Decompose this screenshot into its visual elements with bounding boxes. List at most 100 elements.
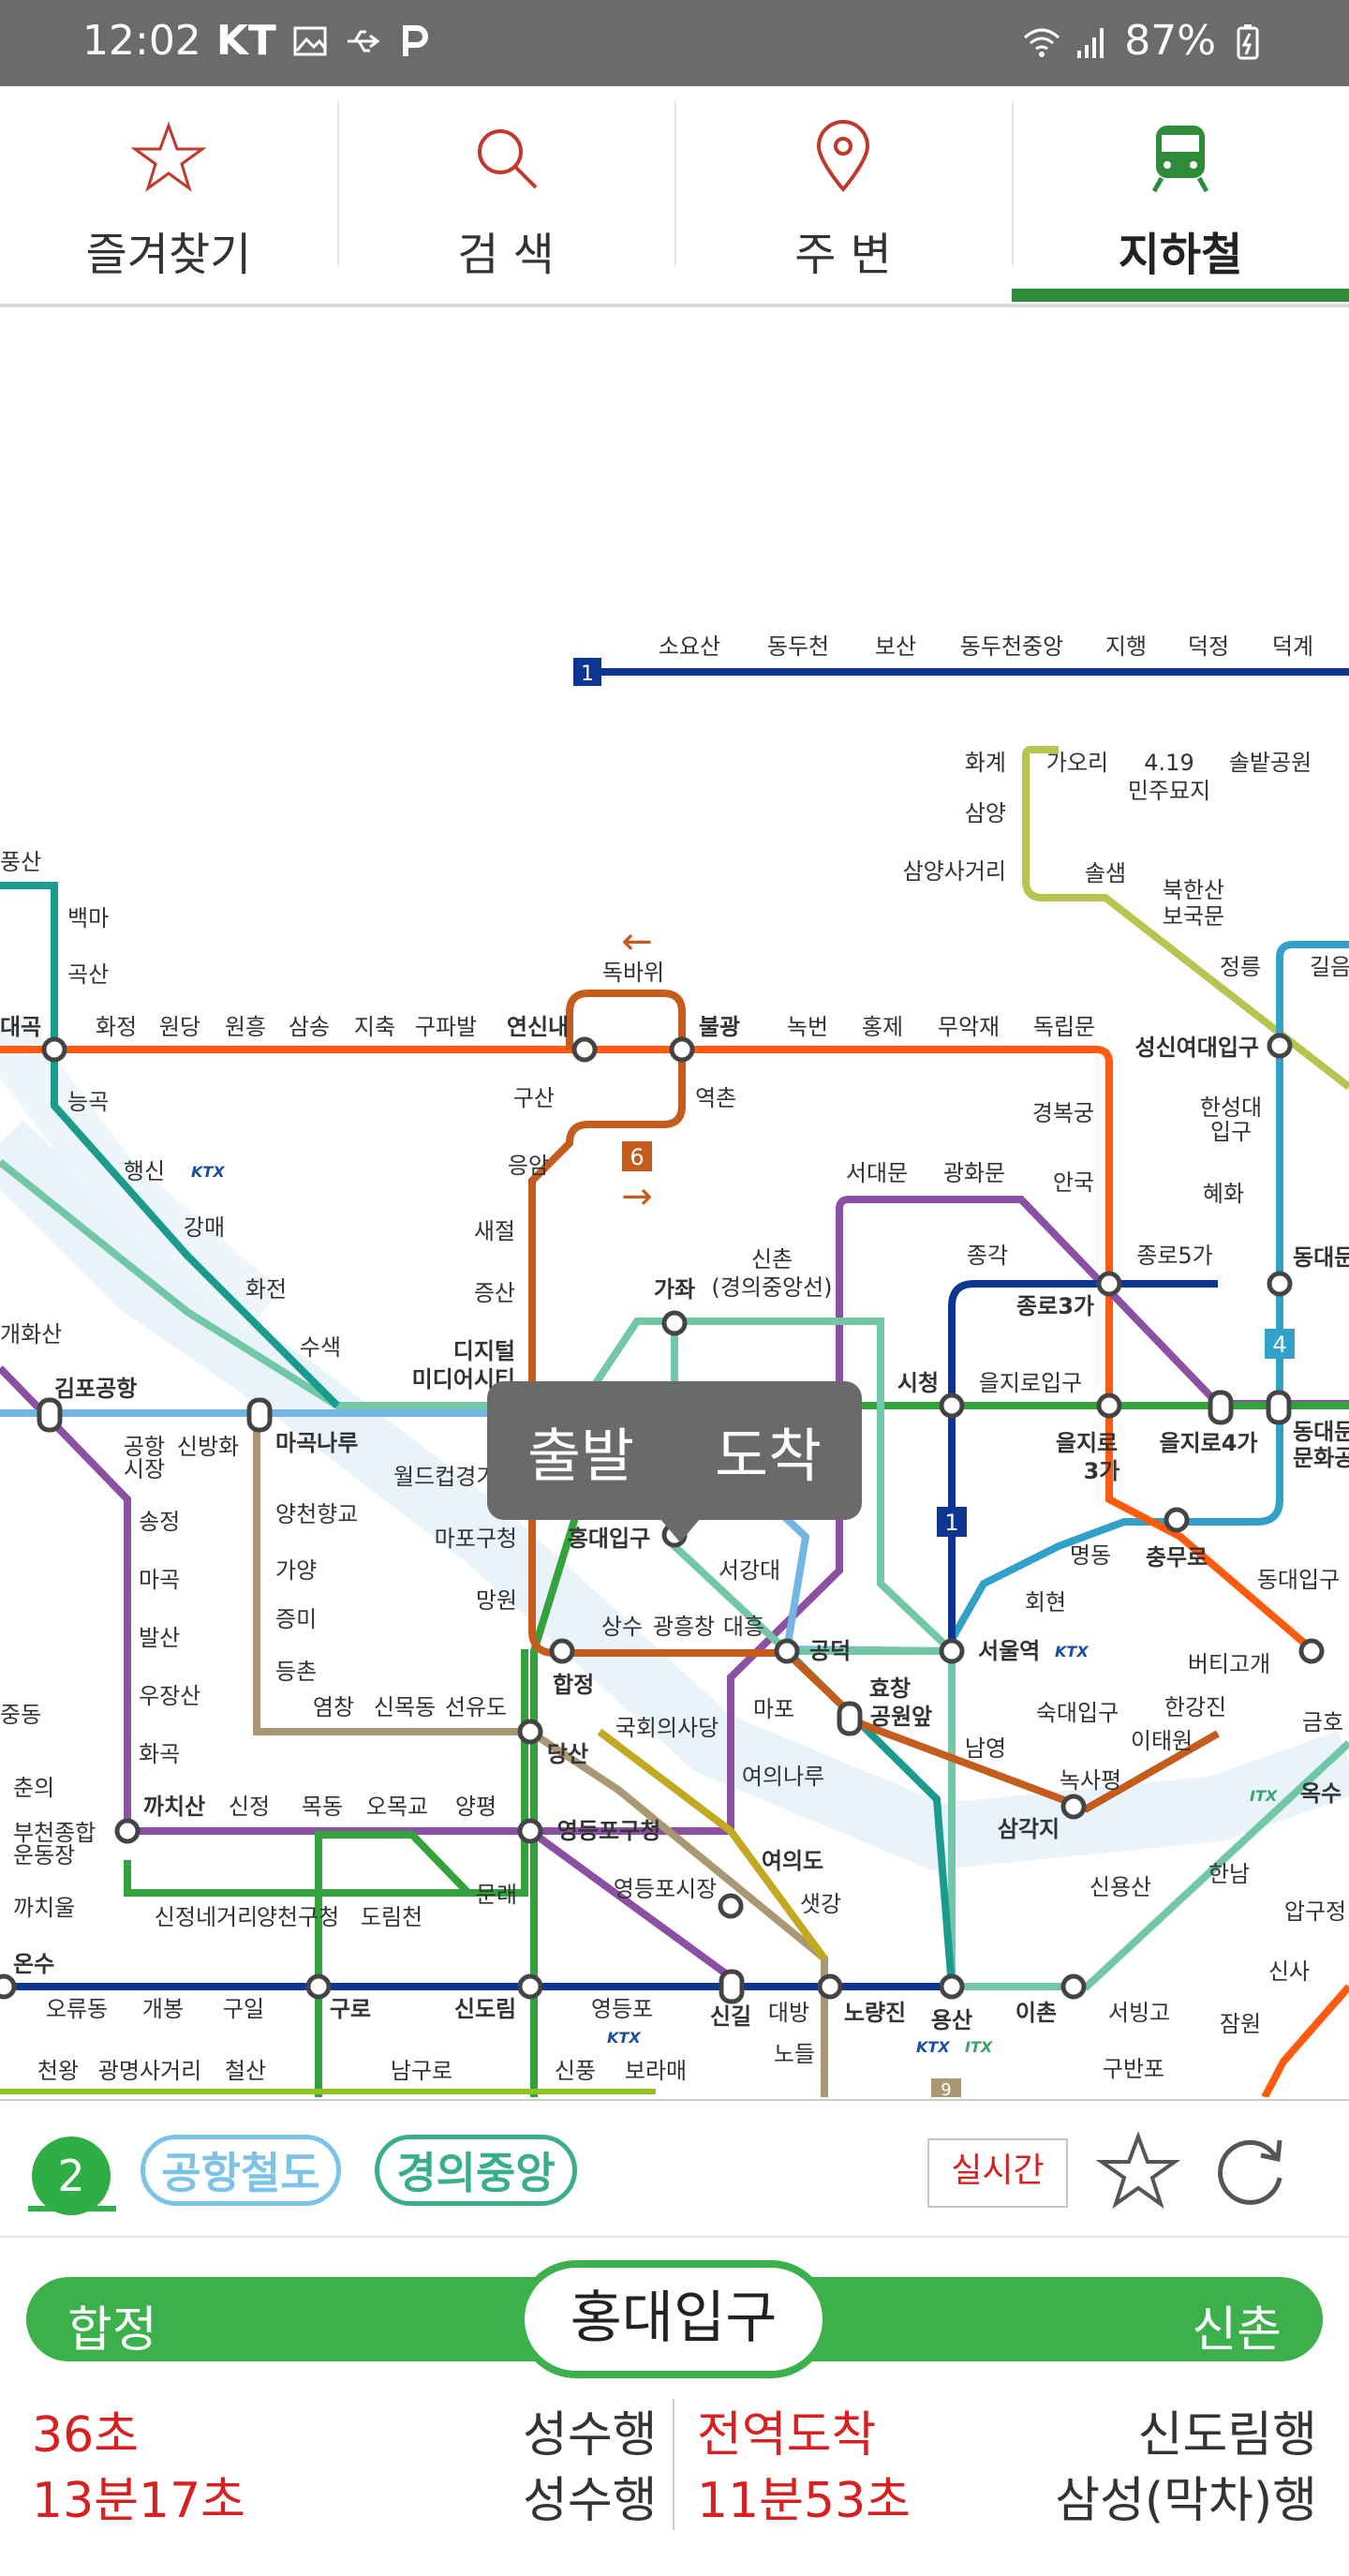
label-saetgang: 샛강 <box>800 1891 841 1917</box>
label-sookdae: 숙대입구 <box>1036 1700 1119 1726</box>
tab-nearby-label: 주 변 <box>794 229 892 281</box>
label-yeouinaru: 여의나루 <box>742 1764 824 1790</box>
label-anguk: 안국 <box>1053 1169 1094 1196</box>
station-gajwa[interactable] <box>661 1310 688 1336</box>
label-euljiro4: 을지로4가 <box>1159 1430 1257 1456</box>
label-seodaemun: 서대문 <box>846 1160 908 1186</box>
label-yeongdeungpo-gu: 영등포구청 <box>557 1818 660 1844</box>
label-hapjeong: 합정 <box>553 1672 594 1698</box>
station-euljiro3[interactable] <box>1096 1392 1122 1419</box>
label-wonheung: 원흥 <box>225 1014 266 1040</box>
label-sinpung: 신풍 <box>555 2058 596 2084</box>
airport-railroad-filter[interactable]: 공항철도 <box>141 2135 341 2206</box>
label-noksapyeong: 녹사평 <box>1060 1767 1121 1794</box>
station-noryangjin[interactable] <box>817 1973 843 2000</box>
station-samgakji[interactable] <box>1060 1794 1087 1820</box>
label-singil: 신길 <box>710 2003 751 2030</box>
label-gukhoe: 국회의사당 <box>615 1715 719 1741</box>
label-magongnaru: 마곡나루 <box>275 1430 358 1456</box>
prev-station[interactable]: 합정 <box>67 2302 157 2359</box>
battery-icon <box>1237 23 1259 59</box>
station-euljiro4[interactable] <box>1208 1390 1234 1425</box>
station-chungmuro[interactable] <box>1164 1507 1190 1533</box>
tab-nearby[interactable]: 주 변 <box>674 86 1012 304</box>
label-dongdaemun: 동대문 <box>1293 1244 1349 1271</box>
popup-pointer <box>660 1518 701 1542</box>
station-bulgwang[interactable] <box>669 1036 695 1063</box>
current-station[interactable]: 홍대입구 <box>517 2260 830 2378</box>
label-mapo: 마포 <box>753 1696 794 1722</box>
station-seongsin[interactable] <box>1267 1033 1293 1059</box>
station-magongnaru[interactable] <box>246 1397 273 1433</box>
label-jichuk: 지축 <box>354 1014 395 1040</box>
tab-search[interactable]: 검 색 <box>337 86 674 304</box>
top-tab-bar: 즐겨찾기 검 색 주 변 지하철 <box>0 86 1349 307</box>
station-daegok[interactable] <box>41 1036 67 1063</box>
station-singil[interactable] <box>719 1969 745 2004</box>
label-songjeong: 송정 <box>139 1509 180 1535</box>
signal-icon <box>1077 27 1104 58</box>
line2-selector[interactable]: 2 <box>32 2137 111 2215</box>
label-gayang: 가양 <box>275 1557 317 1584</box>
line1-badge-mid-label: 1 <box>944 1510 958 1536</box>
station-dongdaemun[interactable] <box>1267 1271 1293 1297</box>
station-hyochang[interactable] <box>837 1701 863 1736</box>
refresh-icon[interactable] <box>1208 2129 1293 2213</box>
station-gongdeok[interactable] <box>774 1638 800 1664</box>
ktx-label: KTX <box>916 2038 950 2056</box>
station-gimpo[interactable] <box>37 1397 63 1433</box>
label-deokgye: 덕계 <box>1272 633 1313 660</box>
station-yeouido[interactable] <box>718 1893 744 1919</box>
label-sinchon-gj2: (경의중앙선) <box>711 1274 832 1301</box>
tab-subway[interactable]: 지하철 <box>1012 86 1349 304</box>
station-siheong[interactable] <box>939 1392 965 1419</box>
station-yeongdeungpo-gu[interactable] <box>517 1818 543 1844</box>
label-hoehyeon: 회현 <box>1025 1589 1066 1616</box>
label-hongje: 홍제 <box>862 1014 903 1040</box>
gyeongui-jungang-filter[interactable]: 경의중앙 <box>375 2135 577 2206</box>
line3-track <box>0 1046 1314 1653</box>
station-dangsan[interactable] <box>517 1719 543 1745</box>
label-gimpo: 김포공항 <box>54 1376 137 1402</box>
label-nokbeon: 녹번 <box>787 1014 828 1040</box>
tab-favorites[interactable]: 즐겨찾기 <box>0 86 337 304</box>
station-kkachisan[interactable] <box>114 1818 141 1844</box>
label-wondang: 원당 <box>159 1014 200 1040</box>
station-sindorim[interactable] <box>517 1973 543 2000</box>
next-station[interactable]: 신촌 <box>1192 2302 1282 2359</box>
label-hwagye: 화계 <box>965 750 1006 776</box>
label-hongdae: 홍대입구 <box>568 1526 650 1552</box>
wifi-icon <box>1024 28 1060 57</box>
arrival-destination: 성수행 <box>523 2407 658 2464</box>
station-onsu[interactable] <box>0 1973 17 2000</box>
label-hwajeong: 화정 <box>96 1014 137 1040</box>
label-euljiro3b: 3가 <box>1084 1458 1120 1484</box>
station-jongno3[interactable] <box>1096 1271 1122 1297</box>
label-muakjae: 무악재 <box>938 1014 1000 1040</box>
station-guro[interactable] <box>305 1973 332 2000</box>
station-seoul[interactable] <box>939 1638 965 1664</box>
station-yeonsinnae[interactable] <box>571 1036 598 1063</box>
station-yaksu[interactable] <box>1298 1638 1325 1664</box>
rail-brand-labels: KTX KTX KTX KTX ITX ITX <box>191 1163 1278 2056</box>
label-ujangsan: 우장산 <box>139 1683 200 1709</box>
realtime-button[interactable]: 실시간 <box>927 2138 1068 2208</box>
station-ichon[interactable] <box>1060 1973 1087 2000</box>
station-hapjeong[interactable] <box>549 1638 575 1664</box>
station-markers <box>0 1033 1325 2004</box>
depart-arrive-popup: 출발 도착 <box>487 1381 862 1520</box>
label-siheong: 시청 <box>897 1370 939 1396</box>
station-yongsan[interactable] <box>939 1973 965 2000</box>
ktx-label: KTX <box>607 2029 641 2047</box>
subway-map-canvas[interactable]: 1 6 4 1 9 ← → 소요산 동두천 보산 동두천중앙 지행 덕정 덕계 … <box>0 307 1349 2097</box>
label-yeomchang: 염창 <box>313 1694 354 1720</box>
depart-button[interactable]: 출발 <box>526 1422 635 1490</box>
arrive-button[interactable]: 도착 <box>714 1422 823 1490</box>
star-outline-icon[interactable] <box>1096 2129 1180 2213</box>
label-deungchon: 등촌 <box>275 1659 317 1685</box>
label-bulgwang: 불광 <box>699 1014 740 1040</box>
label-namyeong: 남영 <box>965 1735 1006 1762</box>
station-dongdaemun-hist[interactable] <box>1266 1390 1292 1425</box>
subway-map[interactable]: 1 6 4 1 9 ← → 소요산 동두천 보산 동두천중앙 지행 덕정 덕계 … <box>0 307 1349 2097</box>
line4-track <box>1180 941 1349 1526</box>
